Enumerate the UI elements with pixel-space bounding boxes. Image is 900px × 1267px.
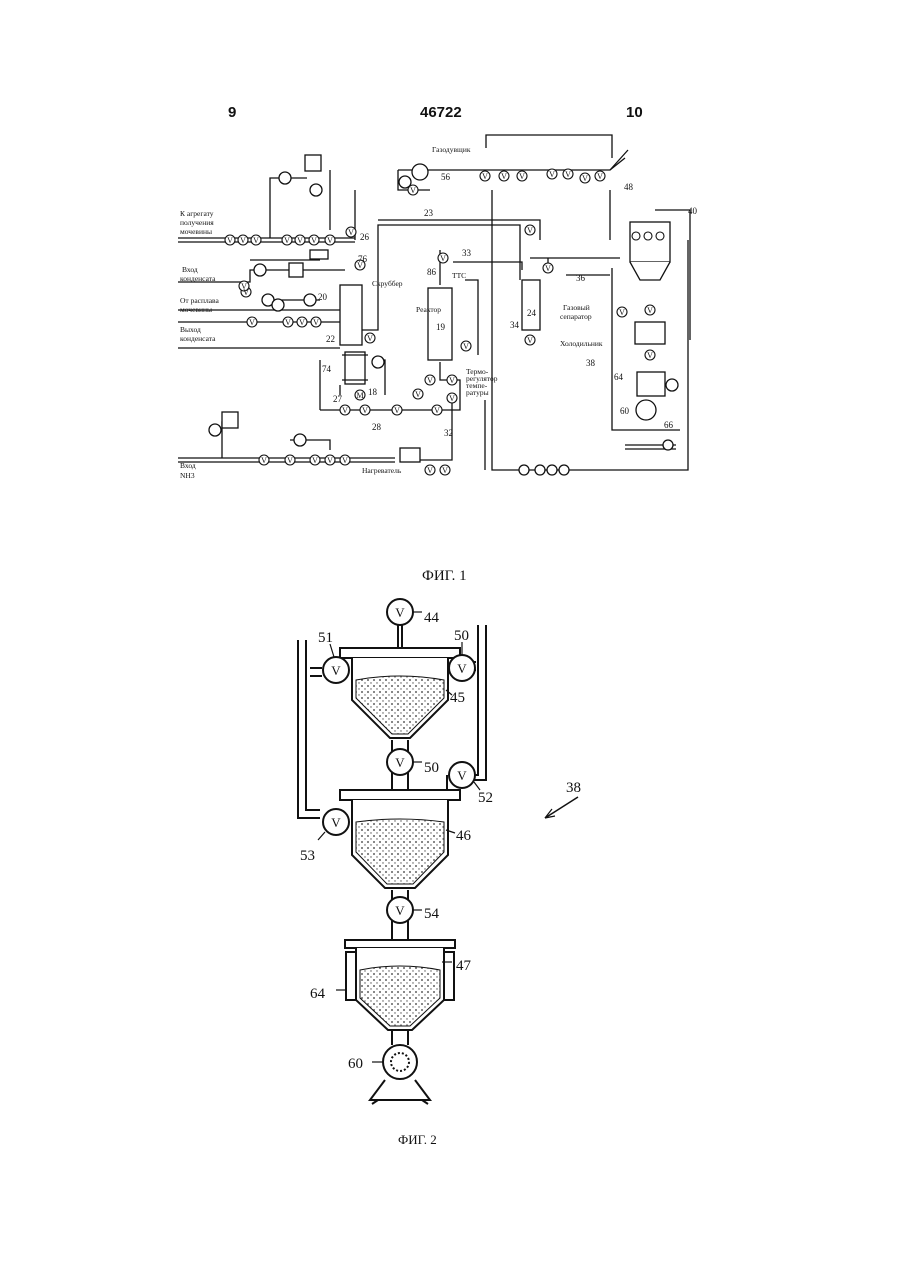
svg-text:46: 46	[456, 828, 472, 844]
fig2-caption: ФИГ. 2	[398, 1132, 437, 1148]
svg-text:64: 64	[310, 986, 326, 1002]
svg-text:V: V	[395, 903, 405, 918]
cooling-jacket-right	[444, 952, 454, 1000]
svg-text:54: 54	[424, 906, 440, 922]
svg-text:V: V	[457, 661, 467, 676]
svg-text:53: 53	[300, 848, 315, 864]
svg-text:52: 52	[478, 790, 493, 806]
vessel-45	[340, 648, 460, 738]
svg-text:V: V	[457, 768, 467, 783]
svg-text:45: 45	[450, 690, 465, 706]
svg-text:V: V	[395, 605, 405, 620]
vessel-46	[340, 790, 460, 888]
svg-text:47: 47	[456, 958, 472, 974]
svg-text:V: V	[331, 815, 341, 830]
svg-text:V: V	[331, 663, 341, 678]
svg-text:50: 50	[454, 628, 469, 644]
cooling-jacket-left	[346, 952, 356, 1000]
svg-text:50: 50	[424, 760, 439, 776]
svg-text:51: 51	[318, 630, 333, 646]
svg-text:38: 38	[566, 780, 581, 796]
svg-text:60: 60	[348, 1056, 363, 1072]
rotary-feeder	[370, 1045, 430, 1104]
vessel-47	[345, 940, 455, 1045]
svg-text:44: 44	[424, 610, 440, 626]
svg-text:V: V	[395, 755, 405, 770]
